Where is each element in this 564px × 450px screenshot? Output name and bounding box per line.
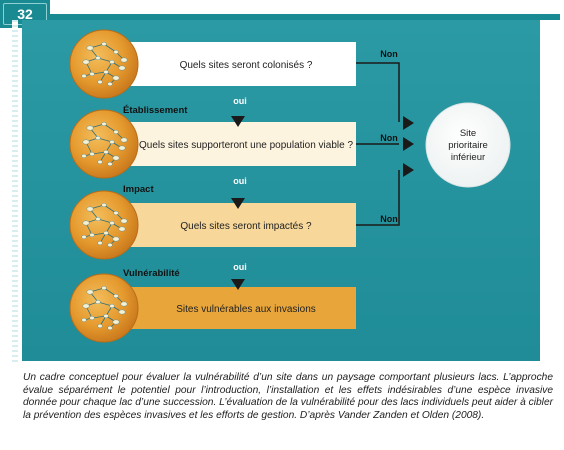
page-number: 32 [3,3,47,25]
stage-label-etablissement: Établissement [123,105,188,116]
no-arrow-1 [403,116,414,130]
question-4: Sites vulnérables aux invasions [176,304,316,315]
stage-box-2 [110,122,356,166]
lake-network-circle-2 [69,109,139,179]
outcome-line-3: inférieur [451,152,485,163]
question-2: Quels sites supporteront une population … [139,140,353,151]
header-band [0,14,560,20]
figure-caption: Un cadre conceptuel pour évaluer la vuln… [23,372,553,421]
yes-arrow-3 [231,279,245,290]
no-line-1 [356,62,400,122]
stage-box-4 [110,287,356,329]
lake-network-circle-1 [69,29,139,99]
margin-stripe [12,20,18,365]
stage-box-3 [110,203,356,247]
outcome-line-2: prioritaire [448,140,488,151]
yes-label-1: oui [233,96,247,106]
stage-box-1 [110,42,356,86]
no-label-1: Non [380,49,398,59]
yes-arrow-2 [231,198,245,209]
no-line-3 [356,170,400,226]
stage-label-vulnerabilite: Vulnérabilité [123,268,180,279]
yes-label-3: oui [233,262,247,272]
outcome-line-1: Site [460,128,476,139]
yes-arrow-1 [231,116,245,127]
lake-network-circle-3 [69,190,139,260]
no-label-3: Non [380,214,398,224]
lake-network-circle-4 [69,273,139,343]
yes-label-2: oui [233,176,247,186]
stage-label-impact: Impact [123,184,154,195]
question-3: Quels sites seront impactés ? [180,221,312,232]
no-arrow-3 [403,163,414,177]
outcome-circle [425,102,511,188]
question-1: Quels sites seront colonisés ? [180,60,313,71]
lake-network-illustrations [69,29,139,343]
no-arrow-2 [403,137,414,151]
no-label-2: Non [380,133,398,143]
